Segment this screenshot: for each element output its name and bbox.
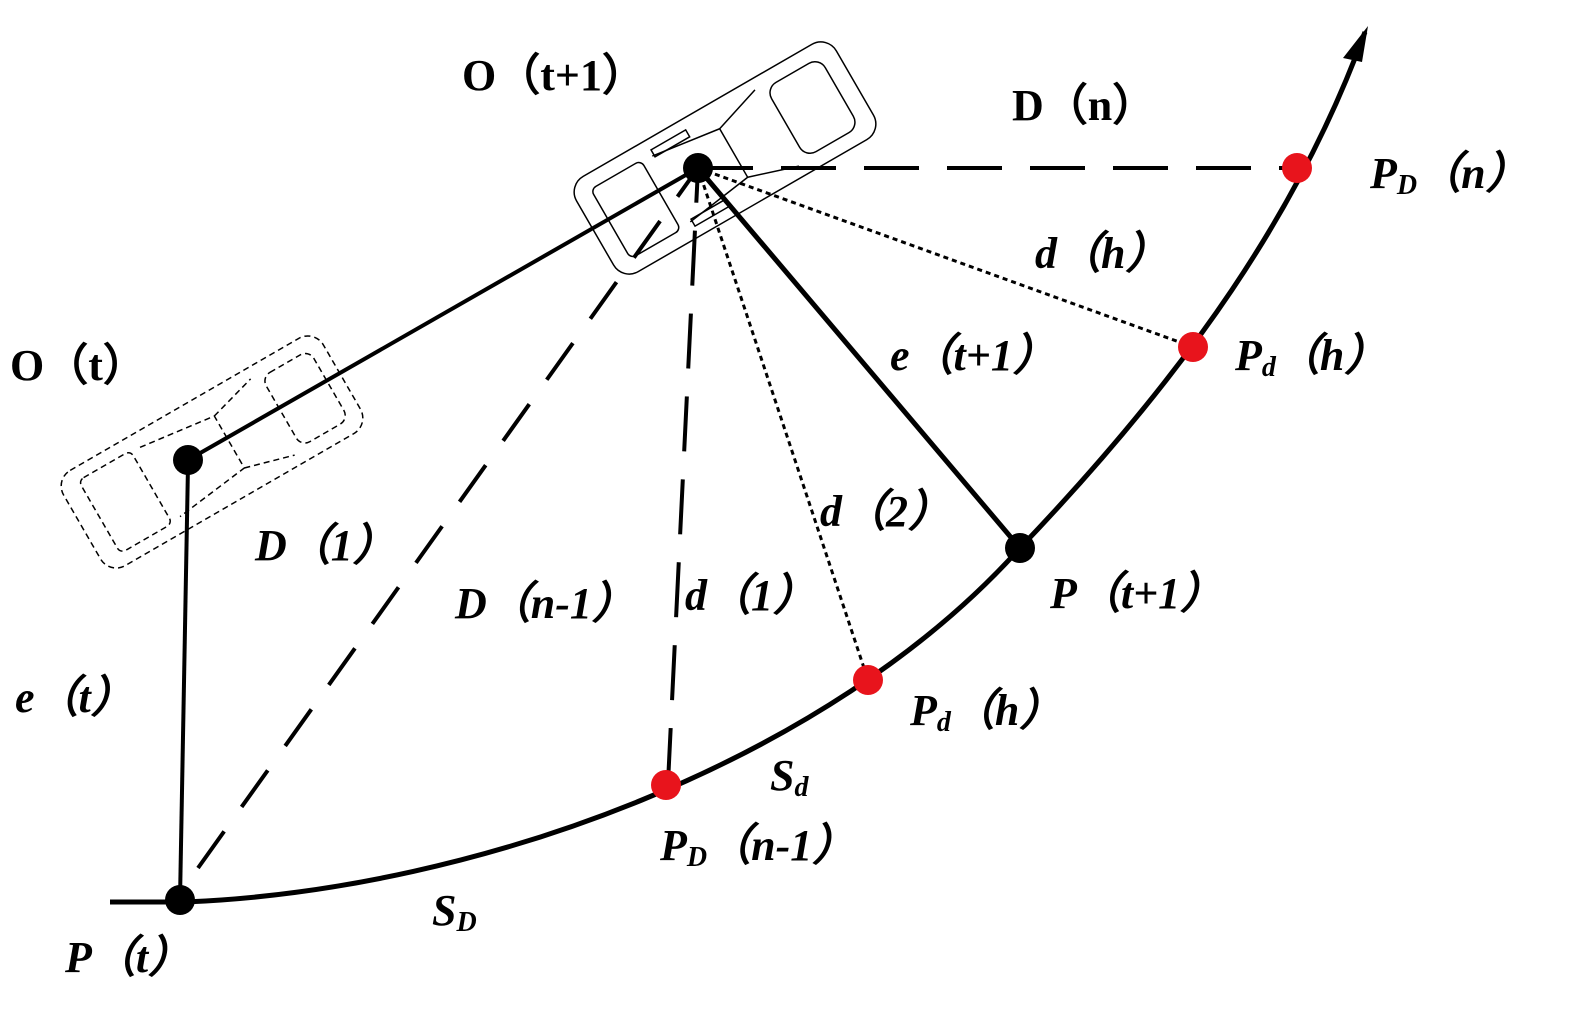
line-d-h — [697, 166, 1194, 349]
line-o-t-to-o-t1 — [187, 166, 699, 462]
point-p-t — [165, 885, 195, 915]
point-p-t1 — [1005, 533, 1035, 563]
label-pD-n: PD（n） — [1369, 149, 1530, 201]
label-d-h: d（h） — [1035, 229, 1169, 278]
label-s-d: Sd — [770, 751, 809, 803]
reference-path-curve — [110, 31, 1368, 905]
label-e-t1: e（t+1） — [890, 331, 1057, 380]
label-d-2: d（2） — [820, 487, 952, 536]
sample-point-pd-h-upper — [1178, 332, 1208, 362]
label-pd-h-lower: Pd（h） — [909, 686, 1063, 738]
label-o-t1: O（t+1） — [462, 51, 646, 100]
label-e-t: e（t） — [15, 673, 135, 722]
label-pd-h-upper: Pd（h） — [1234, 331, 1388, 383]
label-p-t1: P（t+1） — [1049, 569, 1224, 618]
vehicle-t-dashed-icon — [60, 335, 364, 569]
line-e-t — [178, 464, 190, 901]
line-D-1 — [196, 166, 700, 870]
label-s-D: SD — [432, 886, 477, 938]
label-d-1: d（1） — [685, 571, 817, 620]
label-o-t: O（t） — [10, 341, 147, 390]
path-arrow-head-icon — [1343, 26, 1368, 62]
point-o-t — [173, 445, 203, 475]
sample-point-pD-n1 — [651, 770, 681, 800]
sample-point-pD-n — [1282, 153, 1312, 183]
line-e-t1 — [696, 166, 1022, 550]
label-pD-n-1: PD（n-1） — [659, 821, 856, 873]
label-D-1: D（1） — [254, 521, 397, 570]
label-D-n: D（n） — [1012, 81, 1156, 130]
point-o-t1 — [683, 153, 713, 183]
label-D-n-1: D（n-1） — [454, 579, 636, 628]
label-p-t: P（t） — [64, 933, 192, 982]
line-D-n-1 — [666, 167, 700, 784]
sample-point-pd-h-lower — [853, 665, 883, 695]
